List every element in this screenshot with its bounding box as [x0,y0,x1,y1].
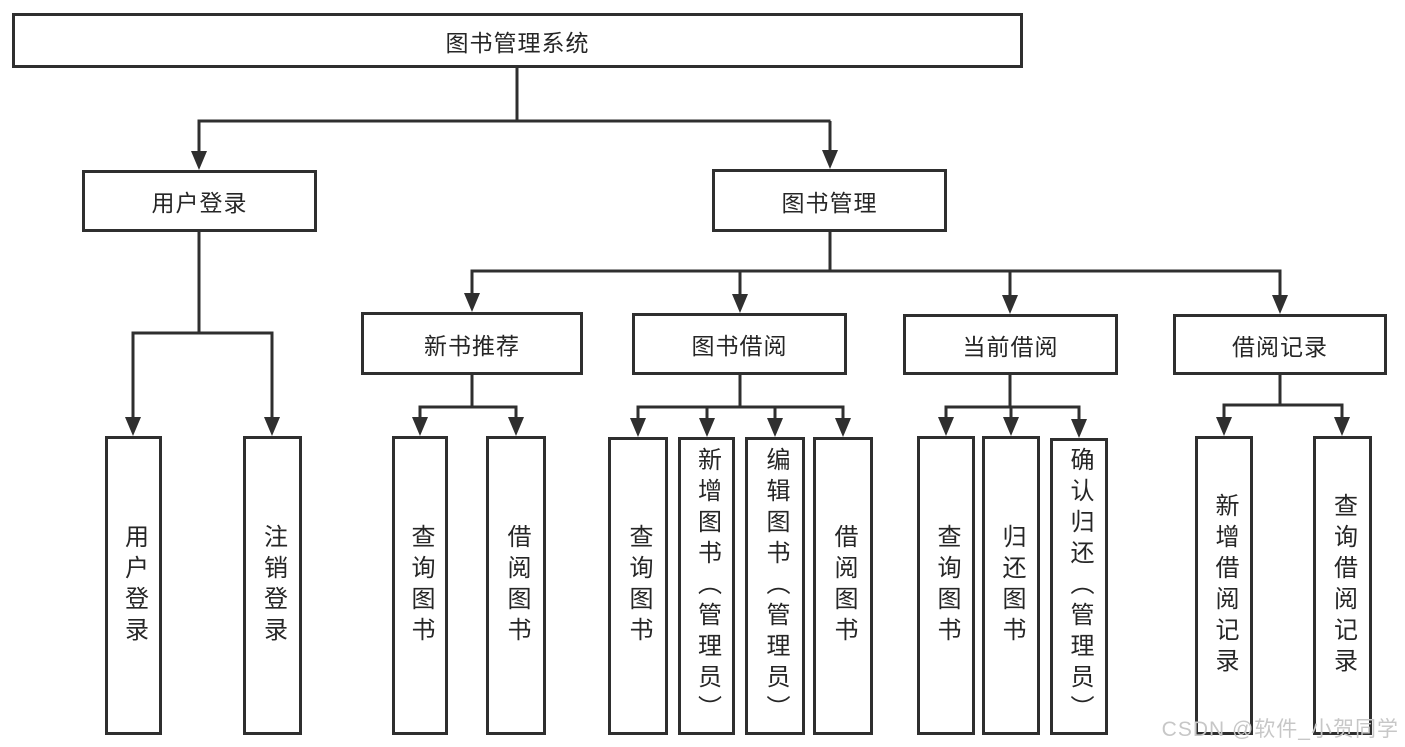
arrowhead [1272,295,1288,314]
arrowhead [1071,419,1087,438]
node-label: 用户登录 [120,523,148,648]
node-leaf-borrow-books-recommend: 借阅图书 [486,436,546,735]
node-leaf-return-books: 归还图书 [982,436,1040,735]
connector-current-borrow-to-leaves [938,375,1087,438]
connector-new-book-recommend-to-leaves [412,375,524,436]
node-section-borrow-records: 借阅记录 [1173,314,1387,375]
arrowhead [412,417,428,436]
arrowhead [1334,417,1350,436]
node-label: 借阅图书 [503,523,530,648]
node-label: 借阅图书 [830,524,857,648]
csdn-watermark: CSDN @软件_小贺同学 [1161,718,1399,741]
node-label: 新书推荐 [424,332,520,359]
node-label: 归还图书 [998,523,1025,648]
node-branch-user-login: 用户登录 [82,170,317,232]
node-label: 查询图书 [407,523,434,648]
node-branch-book-management: 图书管理 [712,169,947,232]
node-leaf-query-books-borrow: 查询图书 [608,437,668,735]
arrowhead [732,294,748,313]
arrowhead [630,418,646,437]
node-section-book-borrow: 图书借阅 [632,313,847,375]
arrowhead [767,418,783,437]
node-section-current-borrow: 当前借阅 [903,314,1118,375]
node-section-new-book-recommend: 新书推荐 [361,312,583,375]
node-label: 查询借阅记录 [1329,492,1357,679]
node-root-system: 图书管理系统 [12,13,1023,68]
node-leaf-edit-books-admin: 编辑图书（管理员） [745,437,805,735]
arrowhead [822,150,838,169]
connector-book-borrow-to-leaves [630,375,851,437]
node-label: 查询图书 [933,523,960,648]
node-label: 注销登录 [259,523,287,648]
node-label: 当前借阅 [962,333,1059,360]
node-leaf-logout: 注销登录 [243,436,302,735]
node-label: 图书管理 [781,189,878,216]
node-label: 查询图书 [625,524,652,648]
arrowhead [1216,417,1232,436]
node-leaf-user-login: 用户登录 [105,436,162,735]
node-label: 用户登录 [151,190,248,216]
node-leaf-borrow-books: 借阅图书 [813,437,873,735]
node-label: 新增借阅记录 [1211,492,1238,679]
node-label: 编辑图书（管理员） [762,446,789,726]
connector-root-to-branches [191,68,838,170]
arrowhead [125,417,141,436]
arrowhead [938,417,954,436]
arrowhead [464,293,480,312]
node-label: 新增图书（管理员） [693,446,721,726]
connector-borrow-records-to-leaves [1216,375,1350,436]
node-label: 图书借阅 [691,333,788,359]
node-leaf-add-borrow-record: 新增借阅记录 [1195,436,1253,735]
node-leaf-query-borrow-record: 查询借阅记录 [1313,436,1372,735]
connector-user-login-to-leaves [125,232,280,436]
arrowhead [508,417,524,436]
arrowhead [1002,295,1018,314]
node-leaf-query-books-recommend: 查询图书 [392,436,448,735]
node-label: 借阅记录 [1232,333,1328,360]
arrowhead [699,418,715,437]
arrowhead [264,417,280,436]
node-label: 图书管理系统 [445,29,590,56]
node-leaf-query-books-current: 查询图书 [917,436,975,735]
node-leaf-confirm-return-admin: 确认归还（管理员） [1050,438,1108,735]
connector-book-management-to-sections [464,232,1288,314]
node-label: 确认归还（管理员） [1066,447,1093,726]
node-leaf-add-books-admin: 新增图书（管理员） [678,437,735,735]
arrowhead [191,151,207,170]
arrowhead [1003,417,1019,436]
arrowhead [835,418,851,437]
